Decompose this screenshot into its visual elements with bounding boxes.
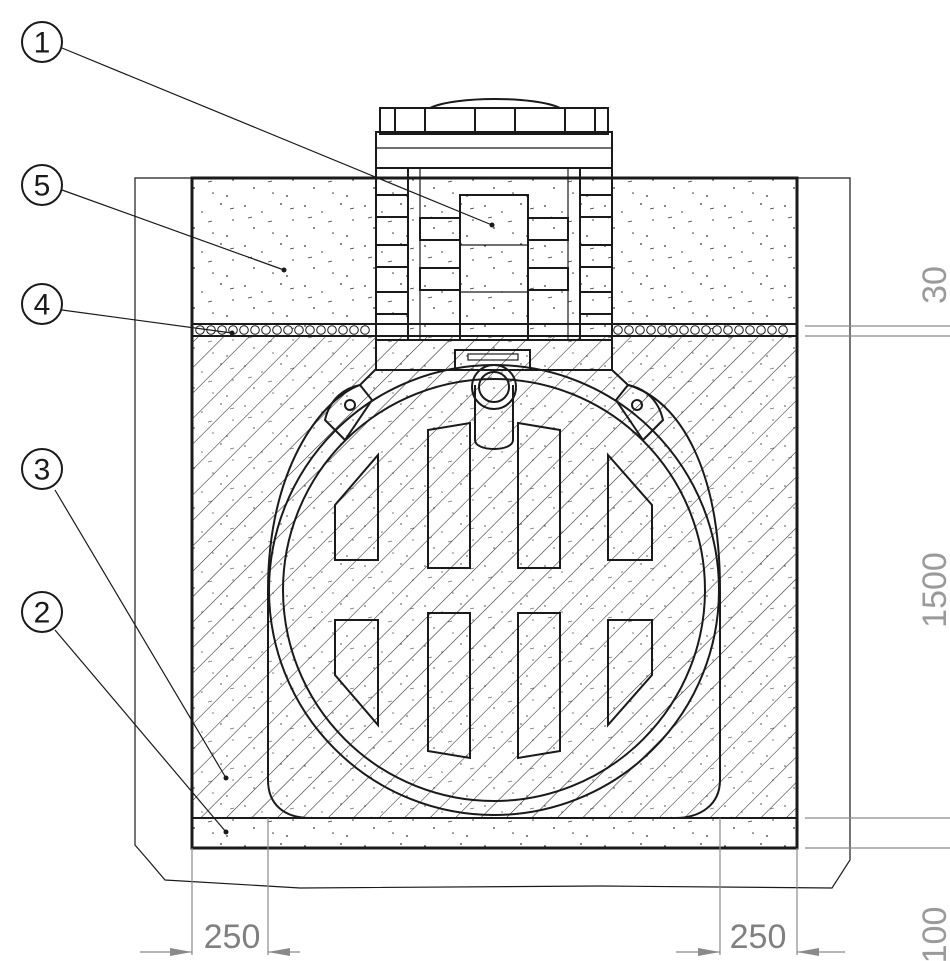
insulation-bead [349,325,359,335]
vertical-dimension-lines [805,325,950,849]
callout-leaders [54,47,495,835]
insulation-bead [316,325,326,335]
tank-lug-right [614,383,665,442]
callout-1: 1 [21,21,63,63]
insulation-bead [283,325,293,335]
callout-3: 3 [21,448,63,490]
dimension-bottom-label: 100 [916,907,950,961]
insulation-bead [734,325,744,335]
callout-1-label: 1 [34,27,51,60]
callout-3-label: 3 [34,454,51,487]
dimension-tank-height-label: 1500 [916,552,950,628]
insulation-bead [657,325,667,335]
callout-5: 5 [21,164,63,206]
insulation-bead [701,325,711,335]
dimension-left-label: 250 [204,918,261,956]
insulation-bead [778,325,788,335]
insulation-bead [294,325,304,335]
callout-4-label: 4 [34,289,51,322]
insulation-bead [756,325,766,335]
insulation-bead [635,325,645,335]
riser-shaft [375,167,613,341]
tank-lid [375,98,613,169]
insulation-bead [679,325,689,335]
insulation-bead [723,325,733,335]
insulation-bead [690,325,700,335]
dimension-right-label: 250 [730,918,787,956]
insulation-bead [217,325,227,335]
insulation-bead [767,325,777,335]
insulation-bead [261,325,271,335]
tank-body [267,369,721,819]
insulation-bead [624,325,634,335]
insulation-bead [305,325,315,335]
tank-lug-left [323,383,374,442]
insulation-bead [668,325,678,335]
insulation-bead [250,325,260,335]
dimension-right-250: 250 [676,818,845,956]
insulation-bead [338,325,348,335]
tank-ribs [334,421,653,760]
top-backfill-sand [192,178,797,330]
dimension-top-label: 30 [916,266,950,304]
callout-5-label: 5 [34,170,51,203]
callout-2-label: 2 [34,597,51,630]
insulation-bead [712,325,722,335]
callout-4: 4 [21,283,63,325]
callout-2: 2 [21,591,63,633]
insulation-bead [745,325,755,335]
insulation-bead [272,325,282,335]
insulation-bead [195,325,205,335]
insulation-bead [360,325,370,335]
insulation-bead [613,325,623,335]
insulation-bead [239,325,249,335]
inlet-pipe [471,364,517,450]
insulation-bead [327,325,337,335]
dimension-left-250: 250 [140,818,300,956]
insulation-bead [646,325,656,335]
tank-inner-circle [282,378,706,802]
